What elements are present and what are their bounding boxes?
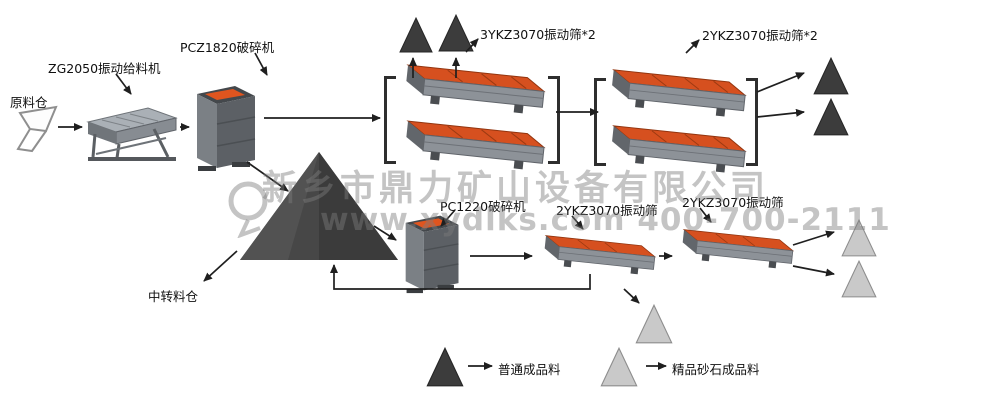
- vibrating-screen-1a: [406, 64, 546, 114]
- screen4-label: 2YKZ3070振动筛: [682, 195, 784, 210]
- raw-bin-label: 原料仓: [10, 95, 48, 110]
- vibrating-screen-2b: [612, 125, 747, 173]
- ordinary-material-triangle: [813, 56, 849, 95]
- screen-group2-label: 2YKZ3070振动筛*2: [702, 28, 818, 43]
- legend-ordinary-triangle: [426, 346, 464, 387]
- crusher2-label: PC1220破碎机: [440, 199, 526, 214]
- ordinary-material-triangle: [438, 13, 474, 52]
- screen3-label: 2YKZ3070振动筛: [556, 203, 658, 218]
- vibrating-screen-2a: [612, 69, 747, 117]
- raw-material-hopper: [16, 105, 58, 153]
- vibrating-screen-4: [682, 229, 795, 269]
- ordinary-material-triangle: [813, 97, 849, 136]
- vibrating-screen-1b: [406, 120, 546, 170]
- ordinary-material-triangle: [399, 16, 433, 53]
- premium-material-triangle: [635, 303, 673, 344]
- crusher-pc1220: [405, 215, 459, 294]
- group2-bracket-left: [594, 78, 606, 166]
- feeder-label: ZG2050振动给料机: [48, 61, 161, 76]
- group2-bracket-right: [746, 78, 758, 166]
- group1-bracket-right: [548, 76, 560, 164]
- vibrating-feeder: [86, 107, 178, 161]
- vibrating-screen-3: [544, 235, 657, 275]
- legend-premium-triangle: [600, 346, 638, 387]
- crusher1-label: PCZ1820破碎机: [180, 40, 275, 55]
- premium-material-triangle: [841, 218, 877, 257]
- premium-material-triangle: [841, 259, 877, 298]
- transfer-stockpile-triangle: [240, 152, 398, 260]
- legend-ordinary-label: 普通成品料: [498, 362, 561, 377]
- group1-bracket-left: [384, 76, 396, 164]
- transfer-bin-label: 中转料仓: [148, 289, 199, 304]
- screen-group1-label: 3YKZ3070振动筛*2: [480, 27, 596, 42]
- crusher-pcz1820: [197, 86, 256, 171]
- legend-premium-label: 精品砂石成品料: [672, 362, 760, 377]
